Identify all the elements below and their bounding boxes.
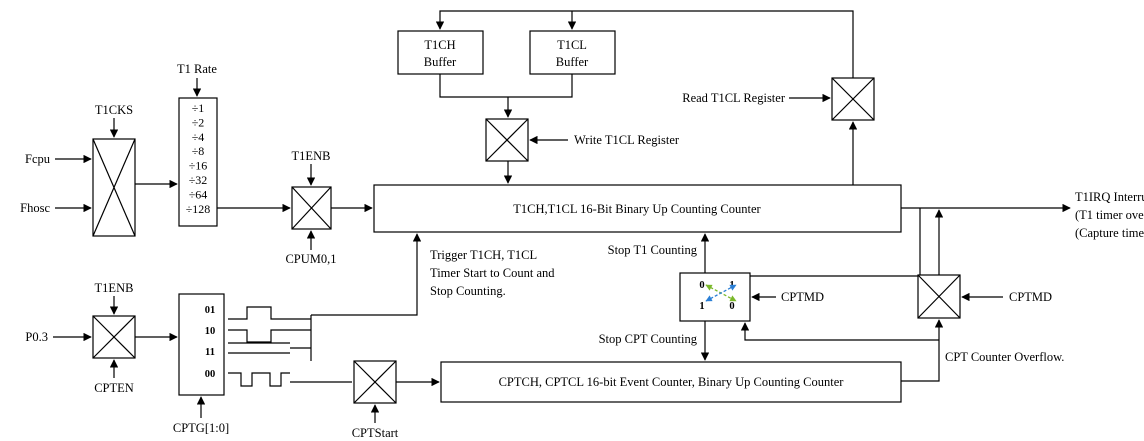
cptg-mode-list: 01 10 11 00	[205, 305, 311, 387]
read-feedback-wire	[435, 10, 854, 102]
rate-item: ÷8	[192, 144, 205, 158]
selector-blue-arrow	[705, 284, 737, 302]
selector-0-bottom: 0	[729, 301, 734, 312]
cpten-gate	[92, 315, 136, 359]
t1-counter-box	[373, 184, 902, 233]
t1ch-buffer-label-2: Buffer	[424, 55, 457, 69]
t1-counter-label: T1CH,T1CL 16-Bit Binary Up Counting Coun…	[513, 202, 761, 216]
stop-cpt-label: Stop CPT Counting	[599, 332, 698, 346]
t1enb-bottom-label: T1ENB	[95, 281, 134, 295]
cpten-label: CPTEN	[94, 381, 134, 395]
cptg-mode-label: 11	[205, 347, 215, 358]
t1enb-top-label: T1ENB	[292, 149, 331, 163]
rate-item: ÷2	[192, 115, 205, 129]
read-t1cl-label: Read T1CL Register	[682, 91, 786, 105]
cpt-counter-box	[440, 361, 902, 403]
trigger-label-1: Trigger T1CH, T1CL	[430, 248, 537, 262]
trigger-label-3: Stop Counting.	[430, 284, 506, 298]
t1ch-buffer-label-1: T1CH	[424, 38, 455, 52]
rate-item: ÷64	[189, 187, 208, 201]
read-t1cl-gate	[831, 77, 875, 121]
cpt-counter-label: CPTCH, CPTCL 16-bit Event Counter, Binar…	[499, 375, 845, 389]
rate-list: ÷1÷2÷4÷8÷16÷32÷64÷128	[186, 101, 211, 216]
cpt-overflow-to-gate	[901, 319, 944, 382]
t1cks-label: T1CKS	[95, 103, 133, 117]
t1-rate-label: T1 Rate	[177, 62, 217, 76]
cpum-label: CPUM0,1	[285, 252, 336, 266]
t1cl-buffer-label-1: T1CL	[557, 38, 587, 52]
cptg-mode-label: 10	[205, 326, 216, 337]
fhosc-label: Fhosc	[20, 201, 50, 215]
trigger-label-2: Timer Start to Count and	[430, 266, 555, 280]
cptg-waveform	[228, 306, 290, 320]
cptmd-right-label: CPTMD	[1009, 290, 1052, 304]
cptg-label: CPTG[1:0]	[173, 421, 229, 435]
fcpu-label: Fcpu	[25, 152, 51, 166]
write-t1cl-gate	[485, 118, 529, 162]
rate-item: ÷32	[189, 173, 208, 187]
cptg-waveform	[228, 342, 290, 354]
t1enb-top-gate	[291, 186, 332, 230]
p03-label: P0.3	[25, 330, 48, 344]
stop-t1-label: Stop T1 Counting	[608, 243, 698, 257]
t1irq-label-1: T1IRQ Interrupt Flag	[1075, 190, 1144, 204]
cpt-overflow-to-selector	[740, 322, 939, 341]
rate-item: ÷1	[192, 101, 205, 115]
cptg-mode-label: 00	[205, 369, 216, 380]
t1irq-label-2: (T1 timer overflow.)	[1075, 208, 1144, 222]
cptg-mode-label: 01	[205, 305, 216, 316]
buffers-join-wire	[439, 74, 573, 98]
cptmd-selector-box	[679, 272, 751, 322]
t1-rate-box	[178, 97, 218, 227]
rate-item: ÷16	[189, 159, 208, 173]
rate-item: ÷128	[186, 202, 211, 216]
cptmd-right-gate	[917, 274, 961, 319]
selector-0-top: 0	[699, 280, 704, 291]
cptg-waveform	[228, 372, 290, 387]
cpt-overflow-label: CPT Counter Overflow.	[945, 350, 1064, 364]
cptg-box	[178, 293, 225, 396]
cptstart-label: CPTStart	[352, 426, 399, 440]
t1ch-buffer-box	[397, 30, 484, 75]
cptg-waveform	[228, 329, 290, 343]
selector-1-bottom: 1	[699, 301, 704, 312]
cptstart-gate	[353, 360, 397, 404]
write-t1cl-label: Write T1CL Register	[574, 133, 680, 147]
rate-item: ÷4	[192, 130, 205, 144]
t1cks-mux	[92, 138, 136, 237]
cptmd-left-label: CPTMD	[781, 290, 824, 304]
trigger-arrow	[311, 233, 422, 316]
t1irq-label-3: (Capture timer stop)	[1075, 226, 1144, 240]
t1cl-buffer-label-2: Buffer	[556, 55, 589, 69]
